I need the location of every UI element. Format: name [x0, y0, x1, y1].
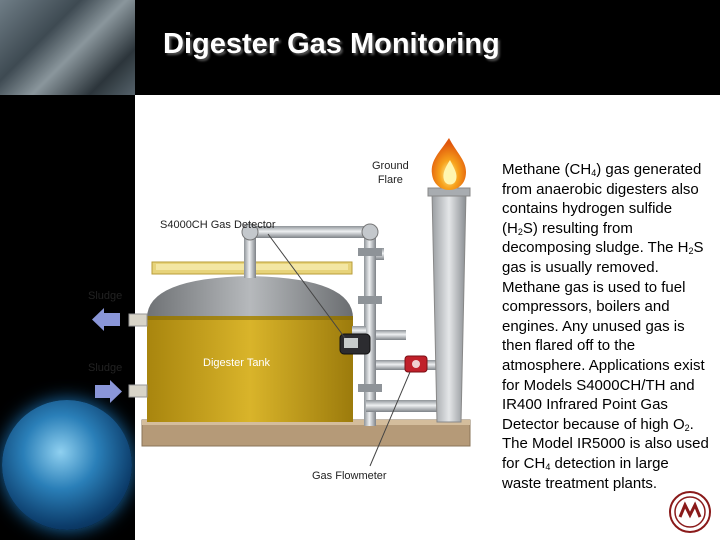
description-subscript: 2 — [688, 246, 694, 257]
description-text: Methane (CH4) gas generated from anaerob… — [502, 160, 712, 493]
title-banner: Digester Gas Monitoring — [0, 0, 720, 95]
flare-stack — [427, 187, 471, 423]
gas-piping — [241, 223, 442, 426]
label-gas-detector: S4000CH Gas Detector — [160, 219, 276, 231]
description-segment: . The Model IR5000 is also used for CH — [502, 415, 709, 472]
treatment-plant-photo — [0, 0, 135, 95]
sludge-out-arrow — [92, 308, 148, 331]
globe-icon — [2, 400, 132, 530]
label-digester-tank: Digester Tank — [203, 357, 271, 369]
sludge-in-arrow — [95, 380, 148, 403]
description-subscript: 2 — [517, 226, 523, 237]
label-gas-flowmeter: Gas Flowmeter — [312, 470, 387, 482]
description-segment: detection in large waste treatment plant… — [502, 454, 669, 492]
gas-flowmeter-device — [404, 355, 428, 373]
label-ground-flare: Ground Flare — [372, 159, 409, 187]
company-logo-icon — [669, 491, 711, 533]
label-sludge-out: Sludge — [88, 290, 123, 302]
label-sludge-in: Sludge — [88, 362, 123, 374]
slide-title: Digester Gas Monitoring — [163, 28, 500, 60]
description-subscript: 4 — [545, 461, 551, 472]
description-subscript: 2 — [684, 422, 690, 433]
digester-tank — [147, 261, 353, 422]
gas-detector-device — [339, 333, 371, 355]
description-segment: ) gas generated from anaerobic digesters… — [502, 161, 702, 237]
label-ground-flare-line1: Ground — [372, 160, 409, 172]
description-subscript: 4 — [591, 168, 597, 178]
label-ground-flare-line2: Flare — [377, 174, 403, 186]
description-segment: Methane (CH — [502, 161, 592, 178]
description-segment: S) resulting from decomposing sludge. Th… — [502, 219, 689, 257]
description-segment: S gas is usually removed. Methane gas is… — [502, 239, 705, 433]
